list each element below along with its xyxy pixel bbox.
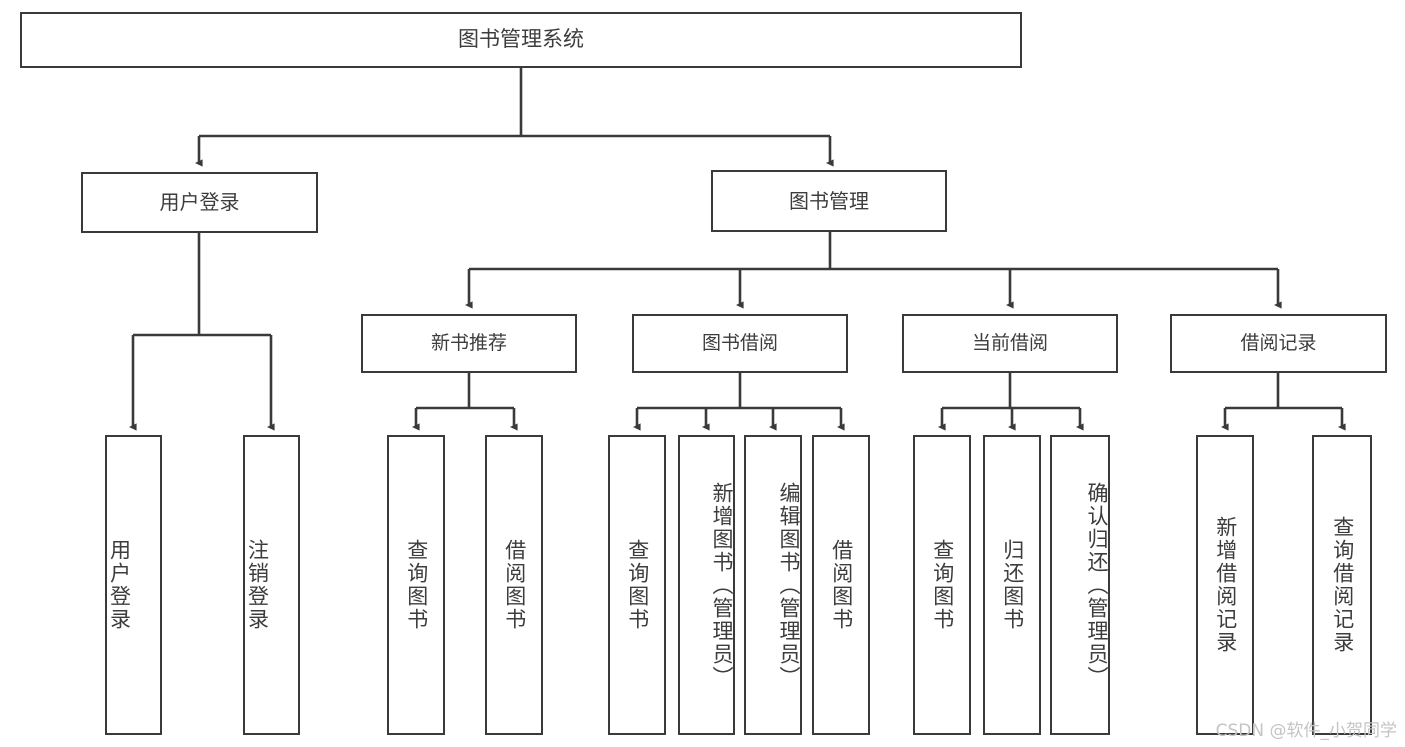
node-label: 用户登录 bbox=[107, 539, 132, 631]
node-label: 图书借阅 bbox=[701, 331, 778, 354]
node-new-book-recommend[interactable]: 新书推荐 bbox=[361, 314, 577, 373]
leaf-borrow-book[interactable]: 借阅图书 bbox=[812, 435, 870, 735]
node-label: 查询图书 bbox=[625, 539, 650, 631]
node-label: 借阅记录 bbox=[1240, 331, 1317, 354]
node-label: 借阅图书 bbox=[829, 539, 854, 631]
leaf-query-book-recommend[interactable]: 查询图书 bbox=[387, 435, 445, 735]
leaf-query-borrow-record[interactable]: 查询借阅记录 bbox=[1312, 435, 1372, 735]
node-user-login[interactable]: 用户登录 bbox=[81, 172, 318, 233]
leaf-user-login[interactable]: 用户登录 bbox=[105, 435, 162, 735]
node-label: 用户登录 bbox=[159, 190, 240, 215]
node-label: 新书推荐 bbox=[430, 331, 507, 354]
leaf-return-book[interactable]: 归还图书 bbox=[983, 435, 1041, 735]
node-label: 借阅图书 bbox=[502, 539, 527, 631]
leaf-add-borrow-record[interactable]: 新增借阅记录 bbox=[1196, 435, 1254, 735]
leaf-edit-book-admin[interactable]: 编辑图书（管理员） bbox=[744, 435, 802, 735]
node-book-management[interactable]: 图书管理 bbox=[711, 170, 947, 232]
leaf-borrow-book-recommend[interactable]: 借阅图书 bbox=[485, 435, 543, 735]
node-current-borrow[interactable]: 当前借阅 bbox=[902, 314, 1118, 373]
leaf-confirm-return-admin[interactable]: 确认归还（管理员） bbox=[1050, 435, 1110, 735]
node-label: 查询图书 bbox=[404, 539, 429, 631]
leaf-query-book-borrow[interactable]: 查询图书 bbox=[608, 435, 666, 735]
node-label: 新增借阅记录 bbox=[1213, 516, 1238, 654]
node-label: 当前借阅 bbox=[971, 331, 1048, 354]
node-label: 图书管理系统 bbox=[458, 27, 584, 52]
leaf-query-book-current[interactable]: 查询图书 bbox=[913, 435, 971, 735]
leaf-add-book-admin[interactable]: 新增图书（管理员） bbox=[678, 435, 735, 735]
leaf-logout[interactable]: 注销登录 bbox=[243, 435, 300, 735]
node-borrow-record[interactable]: 借阅记录 bbox=[1170, 314, 1387, 373]
node-root[interactable]: 图书管理系统 bbox=[20, 12, 1022, 68]
node-label: 归还图书 bbox=[1000, 539, 1025, 631]
node-label: 查询借阅记录 bbox=[1330, 516, 1355, 654]
node-label: 确认归还（管理员） bbox=[1085, 481, 1109, 689]
node-label: 新增图书（管理员） bbox=[710, 481, 734, 689]
node-label: 注销登录 bbox=[245, 539, 270, 631]
node-label: 图书管理 bbox=[789, 188, 869, 213]
node-label: 查询图书 bbox=[930, 539, 955, 631]
node-label: 编辑图书（管理员） bbox=[777, 481, 801, 689]
node-book-borrow[interactable]: 图书借阅 bbox=[632, 314, 848, 373]
